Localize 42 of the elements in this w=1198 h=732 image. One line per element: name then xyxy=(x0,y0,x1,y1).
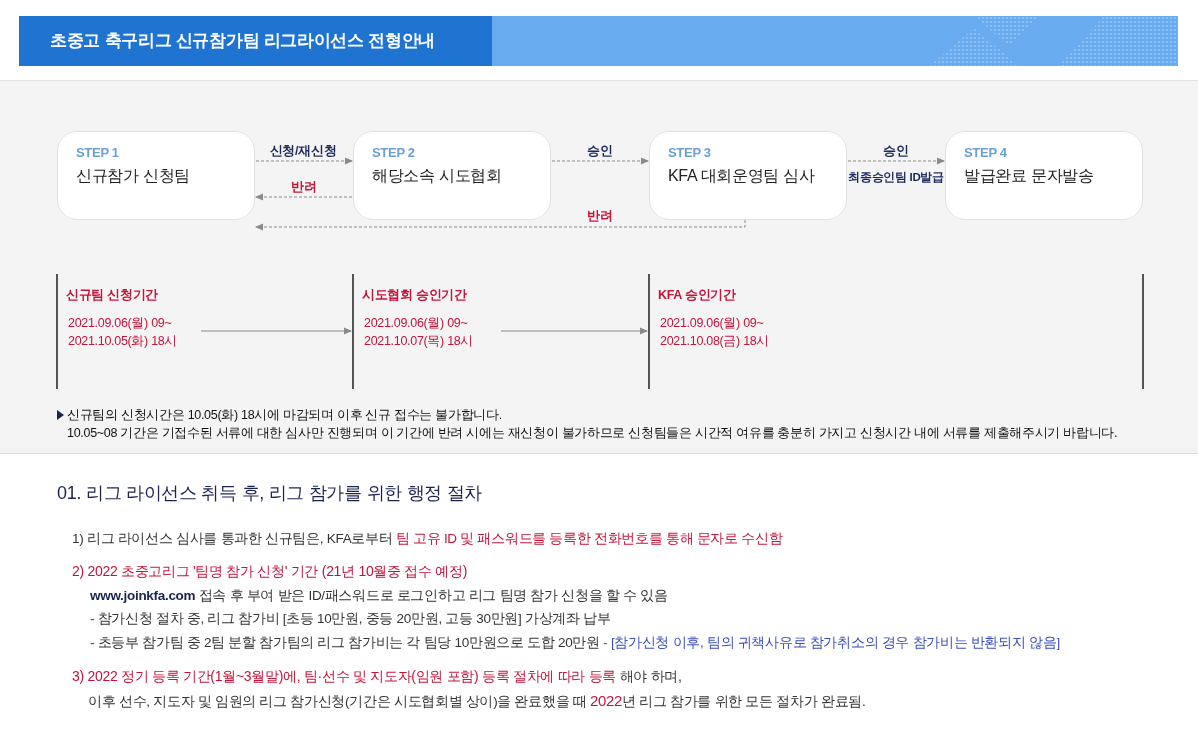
list-item-text: 1) 리그 라이선스 심사를 통과한 신규팀은, KFA로부터 팀 고유 ID 및 패스워드를 등록한 전화번호를 통해 문자로 수신함 xyxy=(72,530,783,548)
step-number: STEP 3 xyxy=(668,145,711,160)
period-dates: 2021.09.06(월) 09~ 2021.10.07(목) 18시 xyxy=(364,315,475,350)
step-card xyxy=(353,131,551,220)
step-title: KFA 대회운영팀 심사 xyxy=(668,166,815,186)
dashed-arrow xyxy=(551,157,649,165)
note-text: 10.05~08 기간은 기접수된 서류에 대한 심사만 진행되며 이 기간에 반려 시에는 재신청이 불가하므로 신청팀들은 시간적 여유를 충분히 가지고 신청시간 내에 서류를 제출해주시기 바랍니다. xyxy=(67,425,1118,442)
edge-label: 승인 xyxy=(587,143,613,159)
step-card xyxy=(945,131,1143,220)
dashed-arrow xyxy=(255,219,746,231)
step-card xyxy=(57,131,255,220)
step-title: 신규참가 신청팀 xyxy=(76,166,191,186)
list-item-text: - 참가신청 절차 중, 리그 참가비 [초등 10만원, 중등 20만원, 고등 30만원] 가상계좌 납부 xyxy=(90,610,611,628)
list-item-text: 이후 선수, 지도자 및 임원의 리그 참가신청(기간은 시도협회별 상이)을 완료했을 때 2022년 리그 참가를 위한 모든 절차가 완료됨. xyxy=(88,692,866,711)
arrow xyxy=(500,327,648,335)
list-item-heading: 2) 2022 초중고리그 '팀명 참가 신청' 기간 (21년 10월중 접수 예정) xyxy=(72,563,468,581)
edge-label: 반려 xyxy=(587,208,613,224)
edge-label: 반려 xyxy=(291,179,317,195)
dashed-arrow xyxy=(255,157,353,165)
period-title: KFA 승인기간 xyxy=(658,287,736,304)
step-number: STEP 1 xyxy=(76,145,119,160)
period-title: 시도협회 승인기간 xyxy=(362,287,467,304)
page-title: 초중고 축구리그 신규참가팀 리그라이선스 전형안내 xyxy=(19,16,492,66)
period-dates: 2021.09.06(월) 09~ 2021.10.08(금) 18시 xyxy=(660,315,771,350)
period-title: 신규팀 신청기간 xyxy=(66,287,159,304)
step-card xyxy=(649,131,847,220)
dashed-arrow xyxy=(847,157,945,165)
list-item-text: 3) 2022 정기 등록 기간(1월~3월말)에, 팀·선수 및 지도자(임원 포함) 등록 절차에 따라 등록 해야 하며, xyxy=(72,668,682,686)
section-heading: 01. 리그 라이선스 취득 후, 리그 참가를 위한 행정 절차 xyxy=(57,482,483,505)
step-title: 발급완료 문자발송 xyxy=(964,166,1094,186)
step-number: STEP 2 xyxy=(372,145,415,160)
period-dates: 2021.09.06(월) 09~ 2021.10.05(화) 18시 xyxy=(68,315,179,350)
arrow-caption: 최종승인팀 ID발급 xyxy=(848,170,944,185)
note-text: 신규팀의 신청시간은 10.05(화) 18시에 마감되며 이후 신규 접수는 불가합니다. xyxy=(67,407,502,424)
edge-label: 신청/재신청 xyxy=(269,143,337,159)
step-title: 해당소속 시도협회 xyxy=(372,166,502,186)
arrow xyxy=(200,327,352,335)
dashed-arrow xyxy=(255,193,353,201)
list-item-text: - 초등부 참가팀 중 2팀 분할 참가팀의 리그 참가비는 각 팀당 10만원으로 도합 20만원 - [참가신청 이후, 팀의 귀책사유로 참가취소의 경우 참가비는 반환되지 않음] xyxy=(90,634,1060,652)
step-number: STEP 4 xyxy=(964,145,1007,160)
list-item-text: www.joinkfa.com 접속 후 부여 받은 ID/패스워드로 로그인하고 리그 팀명 참가 신청을 할 수 있음 xyxy=(90,587,668,605)
edge-label: 승인 xyxy=(883,143,909,159)
